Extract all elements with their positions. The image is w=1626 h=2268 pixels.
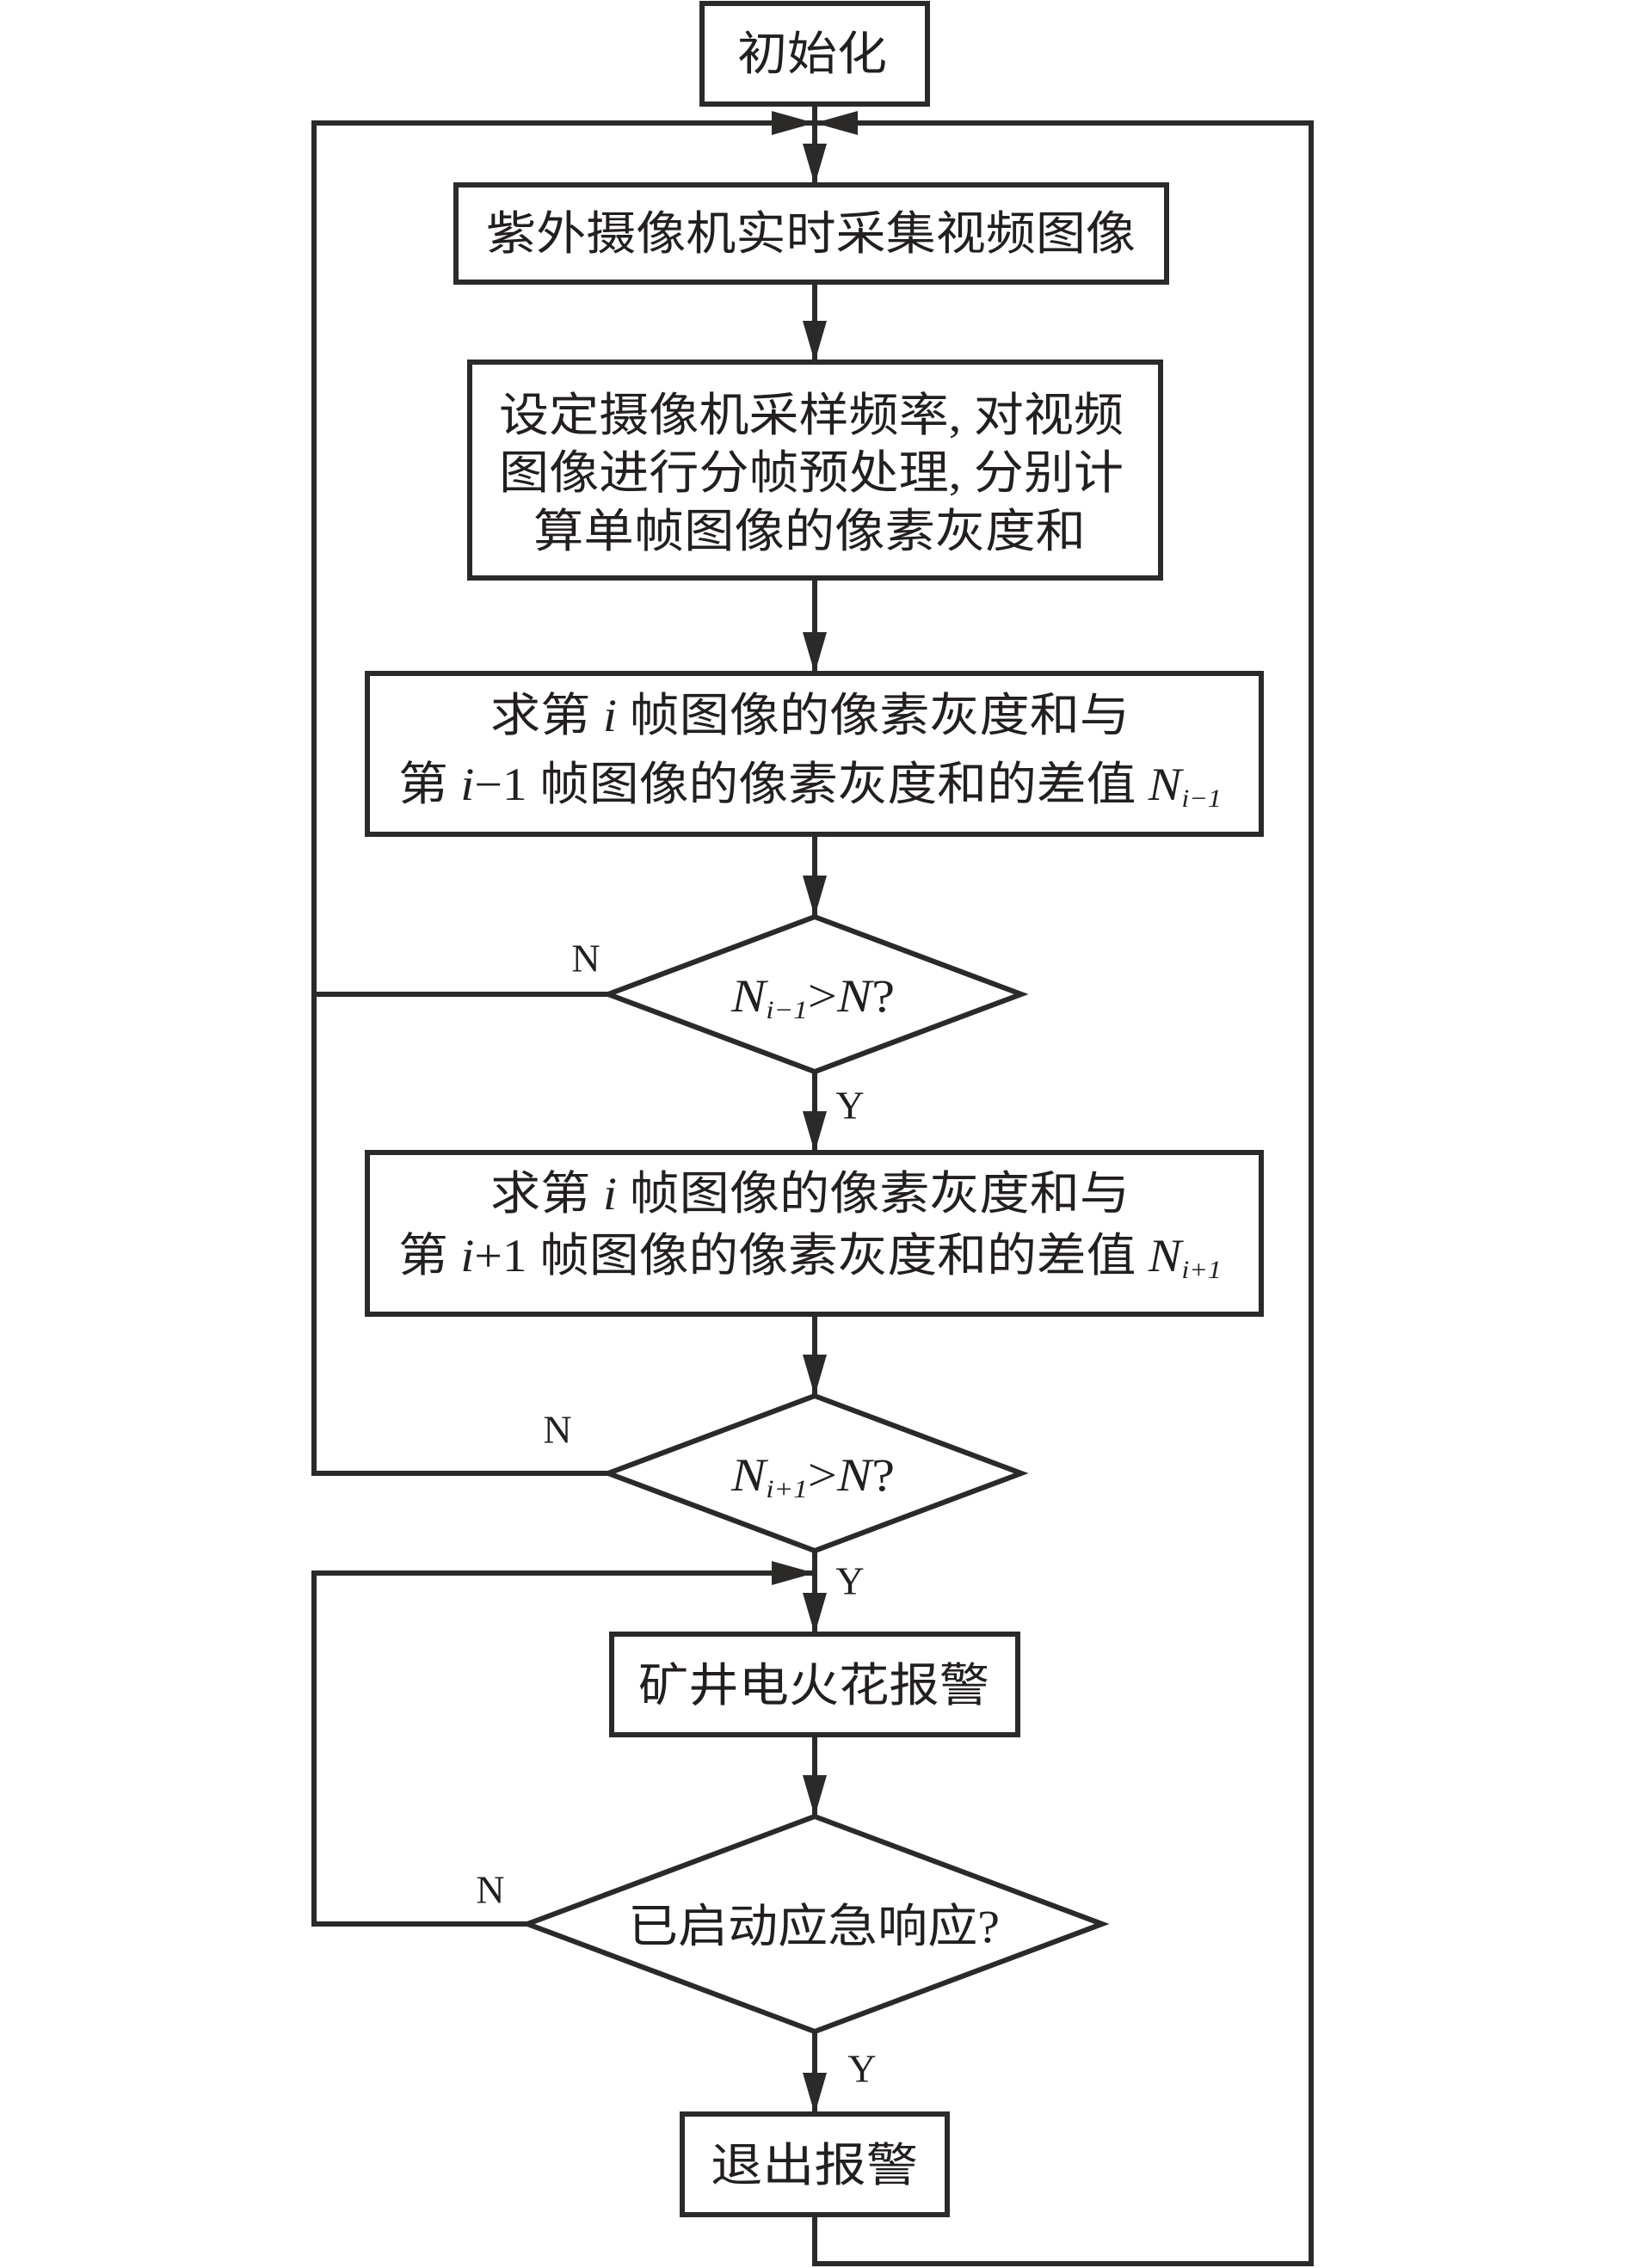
branch-labels: N Y N Y N Y	[476, 937, 876, 2091]
math-symbol: N	[836, 1449, 875, 1501]
node-capture: 紫外摄像机实时采集视频图像	[453, 182, 1169, 285]
arrow-into-check-response	[803, 1775, 827, 1816]
label-text: >	[808, 1449, 837, 1501]
label-text: 帧图像的像素灰度和与	[617, 690, 1130, 741]
subscript: i−1	[766, 996, 808, 1024]
exit-alarm-box	[680, 2111, 950, 2217]
check-next-diamond	[601, 1392, 1029, 1554]
node-exit-alarm: 退出报警	[680, 2111, 950, 2217]
math-symbol: N	[1148, 1230, 1185, 1282]
label-text: 退出报警	[711, 2140, 918, 2191]
label-text: 第	[398, 1230, 460, 1282]
exit-alarm-label-line: 退出报警	[711, 2140, 918, 2191]
subscript: i−1	[1181, 784, 1222, 813]
label-text: 求第	[490, 1168, 603, 1220]
connector-exit-alarm-loop	[812, 120, 1314, 2266]
label-no-check-response: N	[476, 1868, 504, 1912]
math-symbol: N	[730, 970, 769, 1022]
label-text: 矿井电火花报警	[638, 1660, 989, 1712]
label-text: ?	[872, 1449, 895, 1501]
arrow-into-check-prev	[803, 876, 827, 917]
node-alarm: 矿井电火花报警	[609, 1632, 1020, 1737]
alarm-label-line: 矿井电火花报警	[638, 1660, 989, 1712]
subscript: i+1	[766, 1475, 808, 1503]
arrow-into-check-next	[803, 1355, 827, 1396]
label-text: 紫外摄像机实时采集视频图像	[486, 208, 1136, 260]
check-response-label-line: 已启动应急响应?	[628, 1901, 1000, 1952]
arrow-loop-right-into-spine	[815, 111, 858, 135]
label-yes-check-response: Y	[847, 2047, 876, 2091]
label-text: ?	[872, 970, 895, 1022]
diff-next-box	[365, 1150, 1264, 1317]
preprocess-box	[467, 360, 1163, 581]
preprocess-label-line: 图像进行分帧预处理, 分别计	[499, 447, 1124, 499]
math-symbol: i	[603, 1168, 617, 1220]
arrow-into-diff-prev	[803, 632, 827, 673]
diff-next-label-line: 求第 i 帧图像的像素灰度和与	[490, 1168, 1130, 1220]
diff-prev-label-line: 求第 i 帧图像的像素灰度和与	[490, 690, 1130, 741]
math-symbol: N	[1148, 759, 1185, 810]
node-check-response: 已启动应急响应?	[520, 1813, 1110, 2035]
check-response-diamond	[520, 1813, 1110, 2035]
capture-box	[453, 182, 1169, 285]
init-box	[699, 1, 930, 107]
arrow-response-loop-into-alarm	[772, 1561, 815, 1585]
label-text: 帧图像的像素灰度和与	[617, 1168, 1130, 1220]
arrow-into-diff-next	[803, 1111, 827, 1152]
math-symbol: N	[836, 970, 875, 1022]
label-text: 求第	[490, 690, 603, 741]
diff-prev-box	[365, 671, 1264, 837]
math-symbol: i	[460, 1230, 474, 1282]
label-text: 第	[398, 759, 460, 810]
label-yes-check-prev: Y	[835, 1084, 864, 1128]
subscript: i+1	[1181, 1256, 1222, 1284]
init-label-line: 初始化	[737, 28, 887, 80]
label-text: 设定摄像机采样频率, 对视频	[499, 390, 1124, 441]
label-text: +1 帧图像的像素灰度和的差值	[474, 1230, 1149, 1282]
arrow-into-preprocess	[803, 321, 827, 362]
alarm-box	[609, 1632, 1020, 1737]
check-prev-diamond	[601, 913, 1029, 1075]
arrow-into-exit-alarm	[803, 2073, 827, 2114]
math-symbol: i	[603, 690, 617, 741]
math-symbol: i	[460, 759, 474, 810]
connector-check-next-no-loop	[311, 120, 817, 1476]
label-text: 图像进行分帧预处理, 分别计	[499, 447, 1124, 499]
math-symbol: N	[730, 1449, 769, 1501]
label-text: 算单帧图像的像素灰度和	[533, 506, 1086, 557]
preprocess-label-line: 设定摄像机采样频率, 对视频	[499, 390, 1124, 441]
arrow-into-capture	[803, 144, 827, 185]
label-text: 已启动应急响应?	[628, 1901, 1000, 1952]
diff-prev-label-line: 第 i−1 帧图像的像素灰度和的差值 Ni−1	[398, 759, 1222, 813]
capture-label-line: 紫外摄像机实时采集视频图像	[486, 208, 1136, 260]
label-no-check-prev: N	[571, 937, 600, 980]
label-text: 初始化	[737, 28, 887, 80]
label-text: −1 帧图像的像素灰度和的差值	[474, 759, 1149, 810]
preprocess-label-line: 算单帧图像的像素灰度和	[533, 506, 1086, 557]
arrow-loop-left-into-spine	[772, 111, 815, 135]
label-no-check-next: N	[543, 1408, 571, 1452]
connectors	[311, 101, 1314, 2266]
label-text: >	[808, 970, 837, 1022]
connector-check-response-no-loop	[311, 1570, 817, 1927]
node-init: 初始化	[699, 1, 930, 107]
arrow-into-alarm	[803, 1593, 827, 1634]
diff-next-label-line: 第 i+1 帧图像的像素灰度和的差值 Ni+1	[398, 1230, 1222, 1284]
label-yes-check-next: Y	[835, 1559, 864, 1603]
